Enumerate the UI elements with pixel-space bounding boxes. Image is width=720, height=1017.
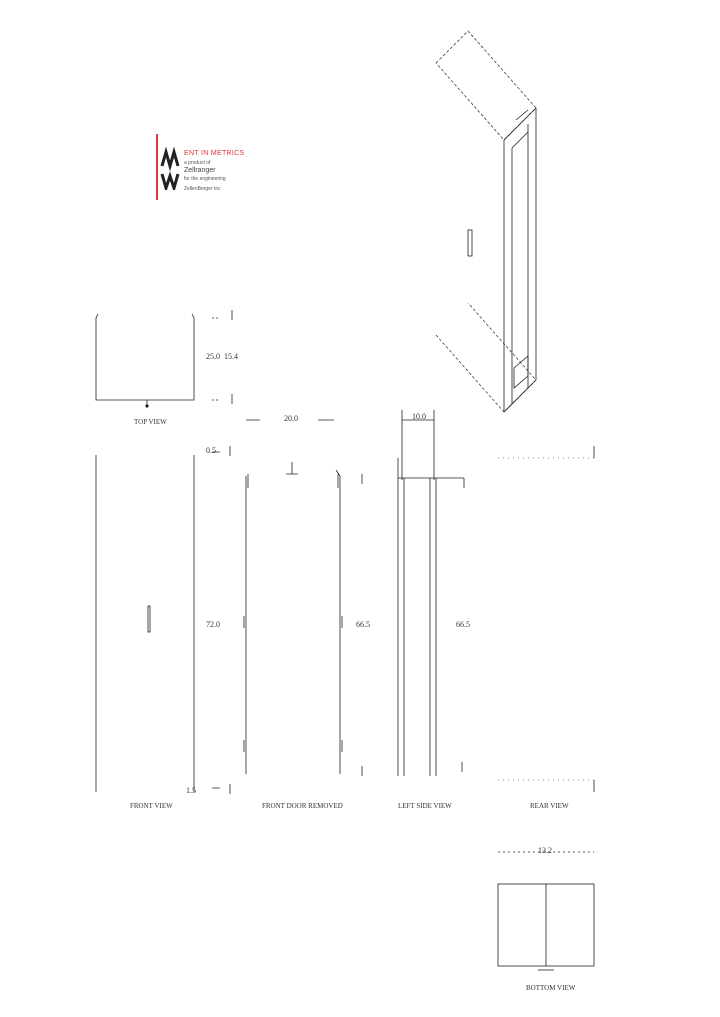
top-view-label: TOP VIEW <box>134 418 167 426</box>
front-door-removed-label: FRONT DOOR REMOVED <box>262 802 343 810</box>
logo-line-4: ZellenBerger Inc <box>184 186 221 192</box>
small-dim-a: 0.5 <box>206 446 216 455</box>
logo-line-3: for the engineering <box>184 176 226 182</box>
left-side-view-label: LEFT SIDE VIEW <box>398 802 452 810</box>
front-height-dim: 72.0 <box>206 620 220 629</box>
logo-mark-icon <box>160 146 180 190</box>
rear-view-label: REAR VIEW <box>530 802 569 810</box>
top-view <box>95 310 233 408</box>
side-depth-dim: 10.0 <box>412 412 426 421</box>
logo-line-1: a product of <box>184 160 211 166</box>
logo-title: ENT IN METRICS <box>184 150 245 157</box>
small-dim-b: 1.5 <box>186 786 196 795</box>
front-width-dim: 20.0 <box>284 414 298 423</box>
logo-accent-bar <box>156 134 158 200</box>
front-door-removed-view <box>243 419 363 776</box>
front-view-label: FRONT VIEW <box>130 802 173 810</box>
logo-line-2: Zellranger <box>184 167 216 174</box>
rear-view <box>498 457 594 781</box>
inner-height-dim-b: 66.5 <box>456 620 470 629</box>
top-view-dim-b: 15.4 <box>224 352 238 361</box>
bottom-view <box>497 851 595 971</box>
bottom-view-label: BOTTOM VIEW <box>526 984 576 992</box>
left-side-view <box>397 410 465 776</box>
inner-height-dim-a: 66.5 <box>356 620 370 629</box>
bottom-width-dim: 13.2 <box>538 846 552 855</box>
company-logo: ENT IN METRICS a product of Zellranger f… <box>156 134 244 200</box>
top-view-dim-a: 25.0 <box>206 352 220 361</box>
front-view <box>95 446 231 794</box>
isometric-view <box>435 30 537 413</box>
